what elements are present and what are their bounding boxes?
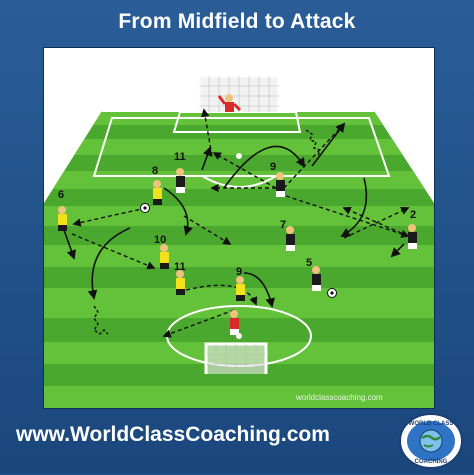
goalkeeper-top — [217, 94, 242, 112]
player-black — [286, 226, 295, 251]
player-number: 11 — [174, 151, 186, 163]
player-number: 7 — [280, 219, 286, 231]
player-number: 6 — [58, 189, 64, 201]
player-black — [176, 168, 185, 193]
watermark-text: worldclasscoaching.com — [295, 393, 383, 402]
player-number: 11 — [174, 261, 186, 273]
goal-icon — [204, 342, 268, 374]
dribbles — [93, 129, 321, 335]
passes — [71, 108, 410, 338]
player-number: 2 — [410, 209, 416, 221]
soccer-ball-icon — [327, 288, 337, 298]
soccer-ball-icon — [140, 203, 150, 213]
player-black — [312, 266, 321, 291]
player-yellow — [58, 206, 67, 231]
player-number: 9 — [270, 161, 276, 173]
player-yellow — [176, 270, 185, 295]
logo-badge: WORLD CLASS COACHING — [398, 412, 464, 470]
player-black — [276, 172, 285, 197]
pitch-svg: 6 8 11 10 11 9 9 7 5 2 worldclasscoachin… — [44, 48, 434, 408]
player-number: 8 — [152, 165, 158, 177]
player-yellow — [153, 180, 162, 205]
globe-icon — [419, 429, 443, 453]
player-number: 5 — [306, 257, 312, 269]
player-yellow — [160, 244, 169, 269]
player-black — [408, 224, 417, 249]
badge-top-text: WORLD CLASS — [409, 421, 454, 427]
player-yellow — [236, 276, 245, 301]
goalkeeper-bottom — [230, 310, 239, 335]
goal-icon — [197, 74, 281, 112]
player-number: 9 — [236, 266, 242, 278]
website-url[interactable]: www.WorldClassCoaching.com — [16, 423, 330, 446]
drill-diagram: 6 8 11 10 11 9 9 7 5 2 worldclasscoachin… — [43, 47, 435, 409]
player-runs — [63, 122, 405, 308]
player-number: 10 — [154, 234, 166, 246]
page-title: From Midfield to Attack — [118, 10, 356, 33]
badge-bottom-text: COACHING — [415, 459, 448, 465]
